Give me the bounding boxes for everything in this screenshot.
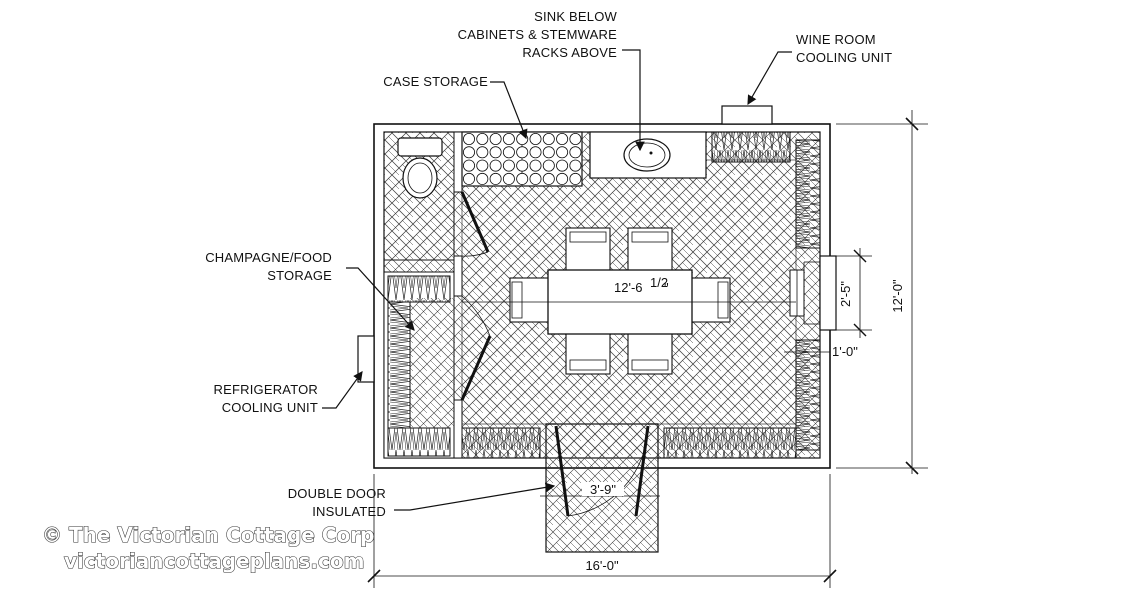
bottle-cell xyxy=(476,159,489,172)
room-depth-dimension: 12'-0" xyxy=(890,279,905,313)
wine-rack-top xyxy=(711,131,791,163)
bottle-cell xyxy=(476,146,489,159)
sink-label-line1: SINK BELOW xyxy=(534,9,617,24)
champagne-label-line2: STORAGE xyxy=(267,268,332,283)
door-width-text: 3'-9" xyxy=(590,482,616,497)
dimension-labels: 12'-6 1/2 " 2'-5" 1'-0" 12'-0" 3'-9" 16'… xyxy=(582,275,905,573)
table-length-inch: " xyxy=(664,280,669,295)
bottle-cell xyxy=(542,146,555,159)
room-width-dimension: 16'-0" xyxy=(585,558,619,573)
bottle-cell xyxy=(516,172,529,185)
bottle-cell xyxy=(556,172,569,185)
wine-rack-bottom-left xyxy=(461,427,541,459)
bottle-cell xyxy=(502,146,515,159)
sink-label-line2: CABINETS & STEMWARE xyxy=(458,27,617,42)
sink-cabinet xyxy=(589,131,707,179)
bottle-cell xyxy=(516,146,529,159)
bottle-cell xyxy=(569,146,582,159)
sink-label-line3: RACKS ABOVE xyxy=(522,45,617,60)
double-door-label-line1: DOUBLE DOOR xyxy=(288,486,386,501)
refrigerator-cooling-unit xyxy=(357,335,375,383)
wine-rack-right-lower xyxy=(795,339,821,451)
bottle-cell xyxy=(489,146,502,159)
bottle-cell xyxy=(476,132,489,145)
wine-room-cooling-unit xyxy=(721,105,773,125)
bottle-cell xyxy=(462,132,475,145)
door-width-dimension: 3'-9" xyxy=(582,482,624,497)
bottle-cell xyxy=(462,159,475,172)
wine-rack-bottom-right xyxy=(663,427,797,459)
champagne-rack-top xyxy=(387,275,451,303)
window-right-wall xyxy=(789,255,837,331)
wine-room-label-line1: WINE ROOM xyxy=(796,32,876,47)
case-storage-label: CASE STORAGE xyxy=(383,74,488,89)
bottle-cell xyxy=(516,159,529,172)
bottle-cell xyxy=(569,172,582,185)
case-storage-rack xyxy=(461,131,583,187)
bottle-cell xyxy=(529,172,542,185)
champagne-rack-bottom xyxy=(387,427,451,457)
window-width-dimension: 2'-5" xyxy=(838,281,853,307)
wine-room-label-line2: COOLING UNIT xyxy=(796,50,892,65)
bottle-cell xyxy=(489,159,502,172)
refrigerator-label-line2: COOLING UNIT xyxy=(222,400,318,415)
refrigerator-label-line1: REFRIGERATOR xyxy=(214,382,318,397)
toilet-door xyxy=(460,191,490,257)
table-length-fraction: 1/2 xyxy=(650,275,668,290)
bottle-cell xyxy=(516,132,529,145)
bottle-cell xyxy=(542,132,555,145)
bottle-cell xyxy=(556,159,569,172)
bottle-cell xyxy=(556,132,569,145)
wine-rack-right-upper xyxy=(795,139,821,249)
closet-door xyxy=(460,295,492,401)
bottle-cell xyxy=(476,172,489,185)
bottle-cell xyxy=(502,132,515,145)
bottle-cell xyxy=(542,159,555,172)
table-length-text: 12'-6 xyxy=(614,280,643,295)
bottle-cell xyxy=(569,132,582,145)
bottle-cell xyxy=(529,132,542,145)
bottle-cell xyxy=(529,159,542,172)
table-length-dimension: 12'-6 1/2 " xyxy=(612,275,670,296)
watermark-company: © The Victorian Cottage Corp xyxy=(42,523,374,547)
wall-gap-dimension: 1'-0" xyxy=(832,344,858,359)
toilet-fixture xyxy=(397,137,443,199)
bottle-cell xyxy=(569,159,582,172)
champagne-rack-left xyxy=(387,301,411,429)
double-door-label-line2: INSULATED xyxy=(312,504,386,519)
watermark-website: victoriancottageplans.com xyxy=(64,549,364,573)
bottle-cell xyxy=(502,172,515,185)
bottle-cell xyxy=(462,172,475,185)
bottle-cell xyxy=(502,159,515,172)
copyright-watermark: © The Victorian Cottage Corp victorianco… xyxy=(41,522,375,573)
annotation-labels: SINK BELOW CABINETS & STEMWARE RACKS ABO… xyxy=(205,9,892,519)
bottle-cell xyxy=(489,132,502,145)
bottle-cell xyxy=(529,146,542,159)
champagne-label-line1: CHAMPAGNE/FOOD xyxy=(205,250,332,265)
bottle-cell xyxy=(462,146,475,159)
double-door-entry xyxy=(554,425,650,517)
bottle-cell xyxy=(489,172,502,185)
bottle-cell xyxy=(542,172,555,185)
bottle-cell xyxy=(556,146,569,159)
leader-lines xyxy=(322,49,792,511)
